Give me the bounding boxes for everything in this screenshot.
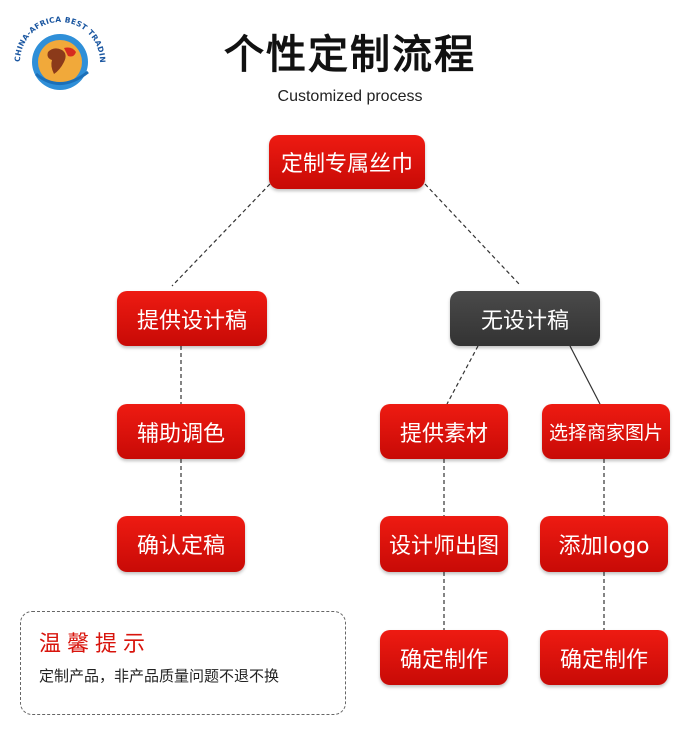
connector-mid-branch xyxy=(446,345,479,405)
node-with-design: 提供设计稿 xyxy=(117,291,267,346)
node-add-logo: 添加logo xyxy=(540,516,668,572)
globe-logo-icon: CHINA-AFRICA BEST TRADING PLATFORM xyxy=(4,0,107,90)
node-provide-materials: 提供素材 xyxy=(380,404,508,459)
connector-root-right xyxy=(424,183,521,286)
node-confirm-production-mid: 确定制作 xyxy=(380,630,508,685)
node-confirm-final: 确认定稿 xyxy=(117,516,245,572)
node-root: 定制专属丝巾 xyxy=(269,135,425,189)
connector-root-left xyxy=(171,183,271,287)
node-without-design: 无设计稿 xyxy=(450,291,600,346)
node-choose-merchant-image: 选择商家图片 xyxy=(542,404,670,459)
node-confirm-production-right: 确定制作 xyxy=(540,630,668,685)
page-subtitle: Customized process xyxy=(277,88,423,105)
platform-logo: CHINA-AFRICA BEST TRADING PLATFORM xyxy=(4,0,112,108)
page-title: 个性定制流程 xyxy=(224,32,476,78)
node-assist-color: 辅助调色 xyxy=(117,404,245,459)
notice-title: 温馨提示 xyxy=(39,632,152,657)
node-designer-draws: 设计师出图 xyxy=(380,516,508,572)
notice-text: 定制产品，非产品质量问题不退不换 xyxy=(39,667,280,685)
connector-right-branch xyxy=(569,345,601,405)
notice-box: 温馨提示 定制产品，非产品质量问题不退不换 xyxy=(20,611,346,715)
